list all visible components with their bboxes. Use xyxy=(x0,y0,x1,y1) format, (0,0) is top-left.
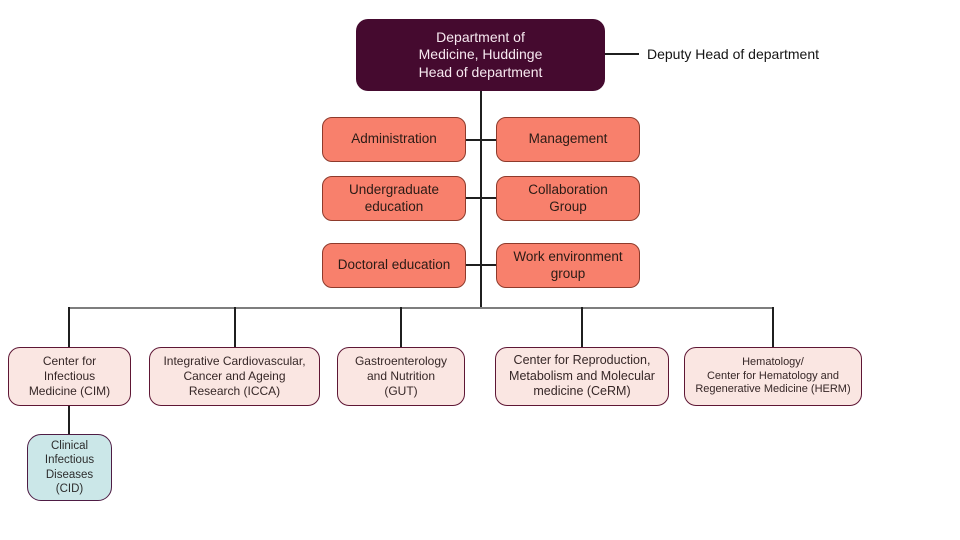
cid-label: Clinical Infectious Diseases (CID) xyxy=(44,439,95,496)
connector-drop-herm xyxy=(772,307,774,347)
org-node-management: Management xyxy=(496,117,640,162)
cerm-label: Center for Reproduction, Metabolism and … xyxy=(509,353,655,399)
org-node-gut: Gastroenterology and Nutrition (GUT) xyxy=(337,347,465,406)
org-node-collaboration-group: Collaboration Group xyxy=(496,176,640,221)
org-node-work-environment-group: Work environment group xyxy=(496,243,640,288)
org-node-head-of-department: Department of Medicine, Huddinge Head of… xyxy=(356,19,605,91)
work-environment-group-label: Work environment group xyxy=(513,249,623,281)
gut-label: Gastroenterology and Nutrition (GUT) xyxy=(354,354,448,398)
org-node-icca: Integrative Cardiovascular, Cancer and A… xyxy=(149,347,320,406)
icca-label: Integrative Cardiovascular, Cancer and A… xyxy=(163,354,306,398)
connector-drop-cerm xyxy=(581,307,583,347)
org-node-administration: Administration xyxy=(322,117,466,162)
connector-undergraduate-collaboration xyxy=(466,197,496,199)
connector-doctoral-workenvironment xyxy=(466,264,496,266)
connector-head-vertical xyxy=(480,91,482,308)
administration-label: Administration xyxy=(351,131,437,147)
head-of-department-label: Department of Medicine, Huddinge Head of… xyxy=(418,28,543,80)
herm-label: Hematology/ Center for Hematology and Re… xyxy=(695,356,851,396)
org-node-doctoral-education: Doctoral education xyxy=(322,243,466,288)
doctoral-education-label: Doctoral education xyxy=(337,257,451,273)
org-node-undergraduate-education: Undergraduate education xyxy=(322,176,466,221)
connector-deputy-line xyxy=(605,53,639,55)
org-node-herm: Hematology/ Center for Hematology and Re… xyxy=(684,347,862,406)
connector-cim-cid xyxy=(68,406,70,434)
undergraduate-education-label: Undergraduate education xyxy=(348,182,440,214)
collaboration-group-label: Collaboration Group xyxy=(528,182,608,214)
management-label: Management xyxy=(528,131,608,147)
connector-drop-icca xyxy=(234,307,236,347)
connector-drop-gut xyxy=(400,307,402,347)
deputy-head-label: Deputy Head of department xyxy=(647,46,819,62)
connector-drop-cim xyxy=(68,307,70,347)
org-node-cim: Center for Infectious Medicine (CIM) xyxy=(8,347,131,406)
org-node-cerm: Center for Reproduction, Metabolism and … xyxy=(495,347,669,406)
connector-divisions-spine xyxy=(69,307,773,309)
connector-administration-management xyxy=(466,139,496,141)
org-node-cid: Clinical Infectious Diseases (CID) xyxy=(27,434,112,501)
cim-label: Center for Infectious Medicine (CIM) xyxy=(28,354,111,398)
